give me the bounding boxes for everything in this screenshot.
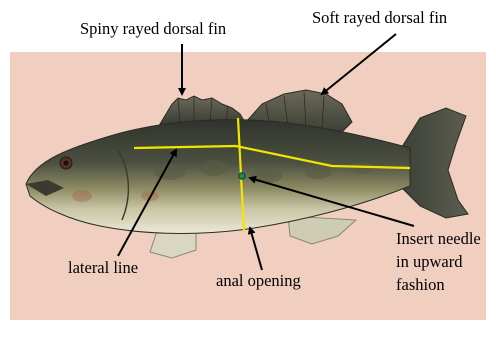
label-spiny-dorsal-fin: Spiny rayed dorsal fin [80, 19, 226, 39]
label-anal-opening: anal opening [216, 271, 301, 291]
label-lateral-line: lateral line [68, 258, 138, 278]
label-insert-needle: Insert needle in upward fashion [396, 227, 492, 296]
label-soft-dorsal-fin: Soft rayed dorsal fin [312, 8, 447, 28]
needle-insertion-point [239, 173, 245, 179]
